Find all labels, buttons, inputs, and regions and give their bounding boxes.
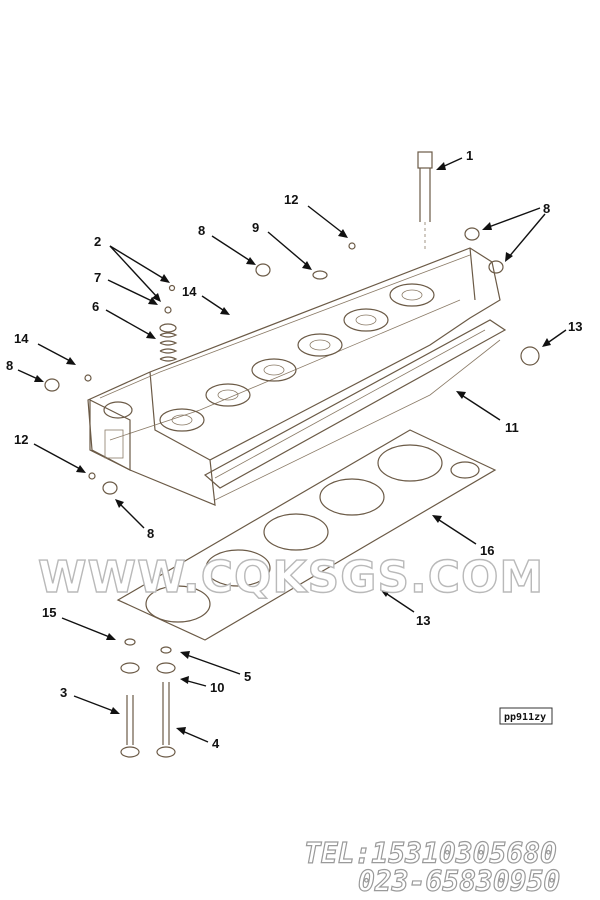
callout-12: 12	[284, 192, 298, 207]
leader-arrows	[17, 157, 567, 743]
callout-4: 4	[212, 736, 220, 751]
head-bolt	[417, 151, 433, 250]
callout-10: 10	[210, 680, 224, 695]
reference-code: pp911zy	[499, 707, 553, 725]
reference-code-text: pp911zy	[504, 712, 546, 723]
manifold-gasket	[203, 319, 507, 489]
injector-sleeves	[120, 638, 176, 758]
callout-1: 1	[466, 148, 473, 163]
callout-15: 15	[42, 605, 56, 620]
callout-8: 8	[198, 223, 205, 238]
callout-14: 14	[14, 331, 29, 346]
callout-3: 3	[60, 685, 67, 700]
callout-13: 13	[568, 319, 582, 334]
callout-11: 11	[505, 420, 519, 435]
contact-tel: TEL:15310305680	[304, 837, 557, 870]
callout-2: 2	[94, 234, 101, 249]
callout-8: 8	[147, 526, 154, 541]
callout-7: 7	[94, 270, 101, 285]
callout-labels: 1 8 12 9 8 2 7 14 6 14 13 8 11 12 8 16 1…	[6, 148, 582, 751]
callout-8: 8	[543, 201, 550, 216]
small-parts	[44, 227, 540, 495]
callout-16: 16	[480, 543, 494, 558]
callout-12: 12	[14, 432, 28, 447]
callout-14: 14	[182, 284, 197, 299]
callout-5: 5	[244, 669, 251, 684]
callout-13: 13	[416, 613, 430, 628]
callout-6: 6	[92, 299, 99, 314]
head-gasket	[116, 429, 497, 641]
watermark-text: WWW.CQKSGS.COM	[38, 552, 544, 603]
callout-8: 8	[6, 358, 13, 373]
callout-9: 9	[252, 220, 259, 235]
cylinder-head	[87, 247, 501, 506]
contact-phone: 023-65830950	[358, 865, 560, 898]
